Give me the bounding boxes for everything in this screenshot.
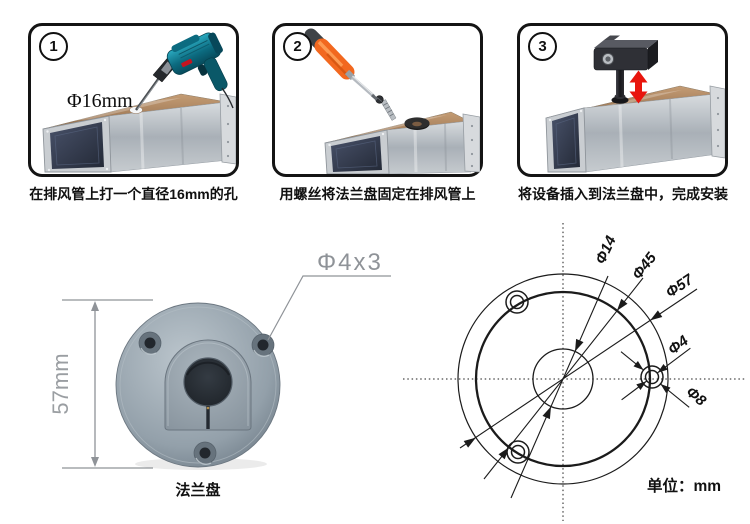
step-3-caption: 将设备插入到法兰盘中，完成安装	[518, 186, 728, 202]
screwdriver-shaft	[350, 75, 376, 98]
step-1-illustration: Φ16mm	[42, 32, 236, 173]
hole-diameter-label: Φ16mm	[67, 90, 133, 112]
drill-bit	[135, 77, 160, 111]
bolt-hole	[506, 440, 530, 464]
step-1-panel: 1	[28, 23, 239, 177]
screw-icon	[375, 95, 397, 121]
flange-photo-caption: 法兰盘	[175, 482, 221, 499]
flange-height-label: 57mm	[48, 353, 73, 414]
outer-circle	[457, 273, 669, 485]
dim-label-45: Φ45	[629, 249, 661, 283]
dim-line-14	[510, 275, 609, 499]
height-dimension	[62, 299, 153, 469]
unit-label: 单位：mm	[647, 476, 721, 495]
step-3-number-badge: 3	[528, 32, 557, 61]
duct-opening	[331, 136, 382, 172]
step-2-number-badge: 2	[283, 32, 312, 61]
step-1-caption: 在排风管上打一个直径16mm的孔	[29, 186, 238, 202]
dim-arrow-down	[91, 457, 99, 467]
dimension-arrowheads	[463, 298, 671, 460]
duct-opening	[552, 113, 580, 169]
flange-drawing: Φ14 Φ45 Φ57 Φ4 Φ8 单位：mm	[403, 223, 747, 521]
insert-direction-arrow	[629, 70, 648, 104]
duct-opening	[50, 122, 104, 169]
flange-slit	[206, 406, 210, 429]
step-3-illustration	[545, 35, 725, 173]
step-2-illustration	[304, 28, 480, 174]
drill-handle	[203, 57, 228, 92]
step-1-number-badge: 1	[39, 32, 68, 61]
duct	[42, 93, 236, 173]
bolt-circle	[474, 290, 652, 468]
flange-disc	[115, 302, 281, 468]
dim-arrow-up	[91, 301, 99, 311]
duct	[545, 85, 725, 173]
device-stem	[616, 68, 624, 97]
screwdriver-icon	[304, 28, 379, 101]
step-2-panel: 2	[272, 23, 483, 177]
flange-photo: 57mm Φ4x3	[48, 249, 391, 470]
step-3-panel: 3	[517, 23, 728, 177]
device-head-side	[648, 40, 658, 70]
sensor-device	[593, 35, 658, 104]
center-hole-circle	[532, 348, 594, 410]
bolt-hole	[505, 290, 529, 314]
bolt-hole	[640, 365, 664, 389]
screw-hole	[193, 441, 217, 465]
drill-cable	[221, 87, 234, 109]
duct-end-flange	[709, 85, 725, 159]
duct-end-flange	[462, 113, 480, 173]
flange-hole-label: Φ4x3	[317, 249, 383, 276]
dim-label-4: Φ4	[665, 332, 692, 358]
duct	[324, 111, 480, 174]
hole-leader-line	[267, 275, 391, 341]
drill-icon	[135, 32, 234, 111]
dim-label-57: Φ57	[663, 271, 697, 302]
screw-hole	[251, 333, 275, 357]
device-head-top	[594, 40, 658, 48]
step-2-caption: 用螺丝将法兰盘固定在排风管上	[279, 186, 476, 202]
flange-ring	[404, 117, 430, 130]
duct-end-flange	[219, 93, 236, 165]
drill-trigger	[197, 64, 208, 76]
screw-hole	[138, 331, 162, 355]
drill-logo	[181, 58, 193, 68]
flange-center-hole	[183, 357, 233, 407]
dim-label-8: Φ8	[683, 383, 710, 410]
dim-label-14: Φ14	[592, 233, 620, 267]
